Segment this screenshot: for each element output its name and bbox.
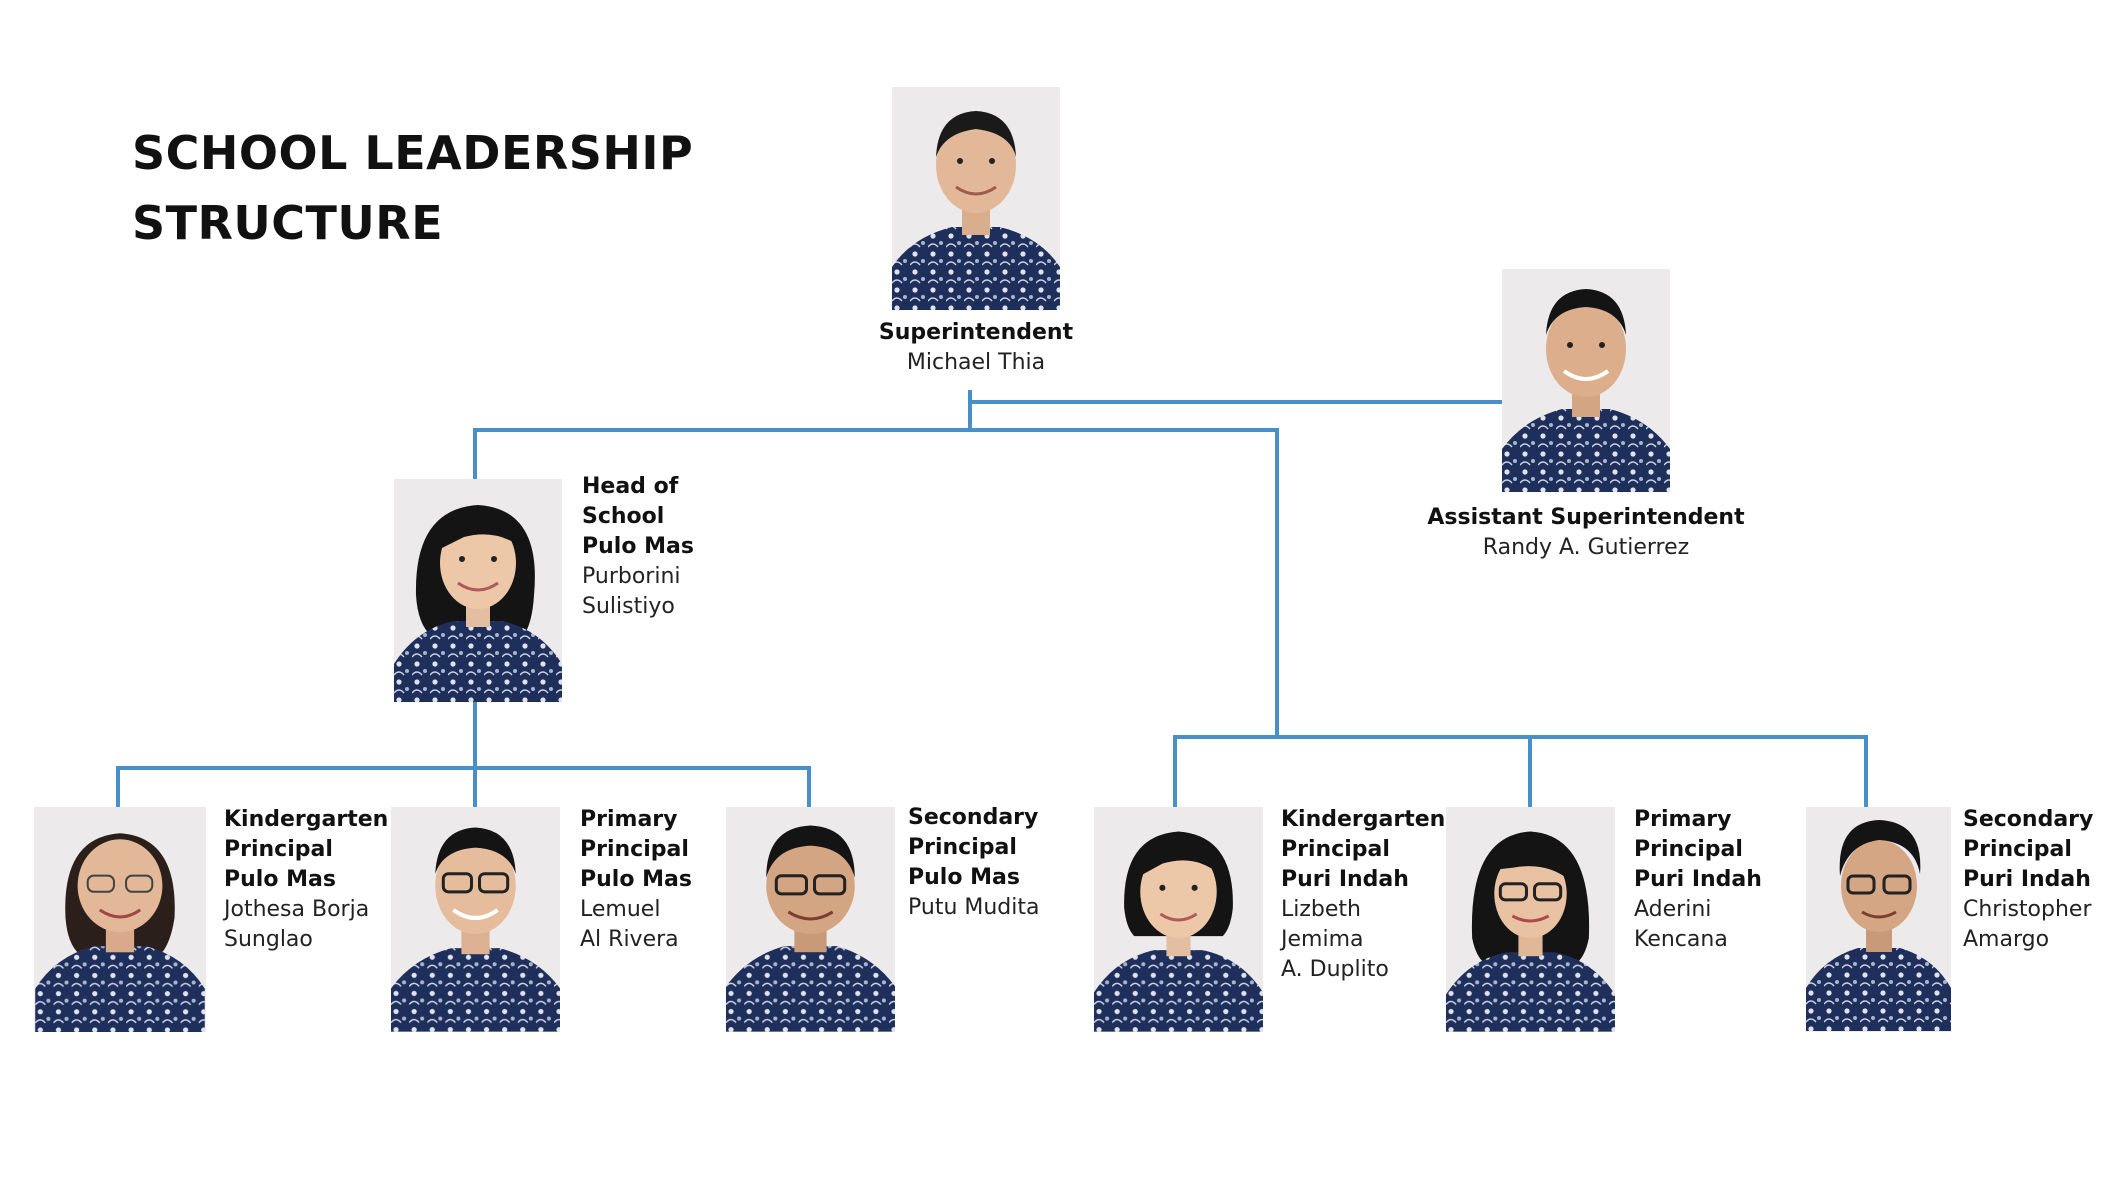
title-line-1: SCHOOL LEADERSHIP [132, 126, 694, 180]
kg-pulo-mas-role-line-2: Principal [224, 837, 333, 862]
secondary-pulo-mas-role-line-3: Pulo Mas [908, 865, 1020, 890]
kg-pulo-mas-role-line-3: Pulo Mas [224, 867, 336, 892]
portrait-image [1502, 269, 1670, 492]
secondary-puri-indah-role-line-2: Principal [1963, 837, 2072, 862]
superintendent-caption: Superintendent Michael Thia [830, 318, 1122, 378]
secondary-pulo-mas-role-line-2: Principal [908, 835, 1017, 860]
kg-puri-indah-caption: Kindergarten Principal Puri Indah Lizbet… [1281, 805, 1481, 985]
secondary-pulo-mas-name-line-1: Putu Mudita [908, 895, 1040, 920]
portrait-image [391, 807, 560, 1032]
assistant-superintendent-caption: Assistant Superintendent Randy A. Gutier… [1410, 503, 1762, 563]
primary-puri-indah-name-line-2: Kencana [1634, 927, 1728, 952]
primary-puri-indah-role-line-3: Puri Indah [1634, 867, 1762, 892]
superintendent-name: Michael Thia [906, 350, 1046, 375]
head-pulo-mas-name-line-2: Sulistiyo [582, 594, 675, 619]
secondary-pulo-mas-role-line-1: Secondary [908, 805, 1039, 830]
superintendent-photo [892, 87, 1060, 310]
portrait-image [35, 807, 205, 1032]
primary-puri-indah-role-line-2: Principal [1634, 837, 1743, 862]
kg-pulo-mas-caption: Kindergarten Principal Pulo Mas Jothesa … [224, 805, 424, 955]
kg-pulo-mas-name-line-1: Jothesa Borja [224, 897, 370, 922]
head-pulo-mas-photo [394, 479, 562, 702]
portrait-image [1806, 808, 1951, 1031]
kg-puri-indah-role-line-2: Principal [1281, 837, 1390, 862]
primary-pulo-mas-photo [391, 807, 560, 1032]
portrait-image [892, 87, 1060, 310]
secondary-puri-indah-name-line-2: Amargo [1963, 927, 2050, 952]
portrait-image [726, 807, 895, 1032]
assistant-superintendent-name: Randy A. Gutierrez [1482, 535, 1690, 560]
head-pulo-mas-role-line-2: School [582, 504, 665, 529]
kg-pulo-mas-photo [34, 807, 206, 1032]
primary-pulo-mas-caption: Primary Principal Pulo Mas Lemuel Al Riv… [580, 805, 780, 955]
kg-puri-indah-photo [1094, 807, 1263, 1032]
kg-pulo-mas-role-line-1: Kindergarten [224, 807, 389, 832]
kg-puri-indah-role-line-1: Kindergarten [1281, 807, 1446, 832]
kg-puri-indah-name-line-1: Lizbeth [1281, 897, 1361, 922]
primary-puri-indah-photo [1446, 807, 1615, 1032]
kg-puri-indah-name-line-2: Jemima [1281, 927, 1364, 952]
kg-puri-indah-name-line-3: A. Duplito [1281, 957, 1389, 982]
primary-pulo-mas-role-line-1: Primary [580, 807, 678, 832]
secondary-puri-indah-photo [1806, 807, 1951, 1032]
superintendent-role: Superintendent [878, 320, 1074, 345]
primary-pulo-mas-name-line-1: Lemuel [580, 897, 661, 922]
primary-puri-indah-caption: Primary Principal Puri Indah Aderini Ken… [1634, 805, 1834, 955]
secondary-puri-indah-role-line-1: Secondary [1963, 807, 2094, 832]
assistant-superintendent-photo [1502, 269, 1670, 492]
kg-pulo-mas-name-line-2: Sunglao [224, 927, 313, 952]
secondary-puri-indah-caption: Secondary Principal Puri Indah Christoph… [1963, 805, 2109, 955]
head-pulo-mas-caption: Head of School Pulo Mas Purborini Sulist… [582, 472, 782, 622]
head-pulo-mas-role-line-1: Head of [582, 474, 679, 499]
primary-puri-indah-role-line-1: Primary [1634, 807, 1732, 832]
secondary-puri-indah-name-line-1: Christopher [1963, 897, 2092, 922]
primary-pulo-mas-role-line-2: Principal [580, 837, 689, 862]
primary-pulo-mas-name-line-2: Al Rivera [580, 927, 679, 952]
portrait-image [1094, 807, 1263, 1032]
head-pulo-mas-role-line-3: Pulo Mas [582, 534, 694, 559]
portrait-image [394, 479, 562, 702]
secondary-puri-indah-role-line-3: Puri Indah [1963, 867, 2091, 892]
title-line-2: STRUCTURE [132, 196, 444, 250]
portrait-image [1446, 807, 1615, 1032]
primary-pulo-mas-role-line-3: Pulo Mas [580, 867, 692, 892]
page-title: SCHOOL LEADERSHIP STRUCTURE [132, 118, 693, 258]
secondary-pulo-mas-caption: Secondary Principal Pulo Mas Putu Mudita [908, 803, 1108, 923]
assistant-superintendent-role: Assistant Superintendent [1427, 505, 1745, 530]
kg-puri-indah-role-line-3: Puri Indah [1281, 867, 1409, 892]
secondary-pulo-mas-photo [726, 807, 895, 1032]
head-pulo-mas-name-line-1: Purborini [582, 564, 681, 589]
primary-puri-indah-name-line-1: Aderini [1634, 897, 1712, 922]
